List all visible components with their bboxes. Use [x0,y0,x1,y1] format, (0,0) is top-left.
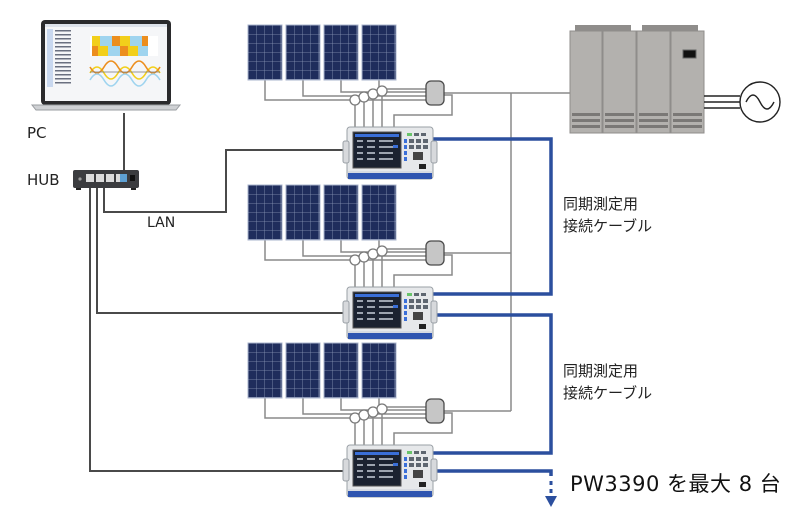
junction-box-icon [425,80,445,106]
max-units-label: PW3390 を最大 8 台 [570,472,782,496]
pv-group-1 [247,24,397,81]
solar-panel [323,184,359,241]
lan-label: LAN [147,215,176,231]
solar-panel [247,24,283,81]
sync-cables [432,137,553,493]
network-hub [73,170,139,190]
sync-cable-label-line1: 同期測定用 [563,195,639,213]
power-analyzer-1 [342,126,438,180]
pv-group-2 [247,184,397,241]
pv-wiring [264,80,572,446]
sync-cable-label-line2: 接続ケーブル [563,217,653,235]
lan-cables [89,113,346,472]
pc-laptop [30,20,182,111]
solar-panel [361,342,397,399]
sync-cable-label-2: 同期測定用 接続ケーブル [563,360,652,404]
junction-box-icon [425,398,445,424]
power-analyzer-2 [342,286,438,340]
hub-label: HUB [27,171,60,189]
pc-label: PC [27,124,47,142]
solar-panel [323,342,359,399]
solar-panel [361,184,397,241]
sync-cable-arrow-icon [545,496,557,507]
sync-cable-2-3 [432,313,553,455]
ac-source-icon [739,81,781,123]
power-conditioner-cabinet [569,25,705,134]
solar-panel [361,24,397,81]
solar-panel [285,184,321,241]
sync-cable-label-line2: 接続ケーブル [563,384,653,402]
solar-panel [285,24,321,81]
sync-cable-1-2 [432,137,553,296]
solar-panel [323,24,359,81]
pv-group-3 [247,342,397,399]
lan-cable-hub-analyzer-1 [103,149,346,213]
ac-output-lines [704,95,740,109]
solar-panel [285,342,321,399]
sync-cable-label-1: 同期測定用 接続ケーブル [563,193,652,237]
solar-panel [247,184,283,241]
sync-cable-label-line1: 同期測定用 [563,362,639,380]
solar-panel [247,342,283,399]
sync-cable-continued [432,469,553,476]
power-analyzer-3 [342,444,438,498]
lan-cable-hub-analyzer-3 [89,188,346,472]
lan-cable-hub-analyzer-2 [96,188,346,314]
junction-box-icon [425,240,445,266]
